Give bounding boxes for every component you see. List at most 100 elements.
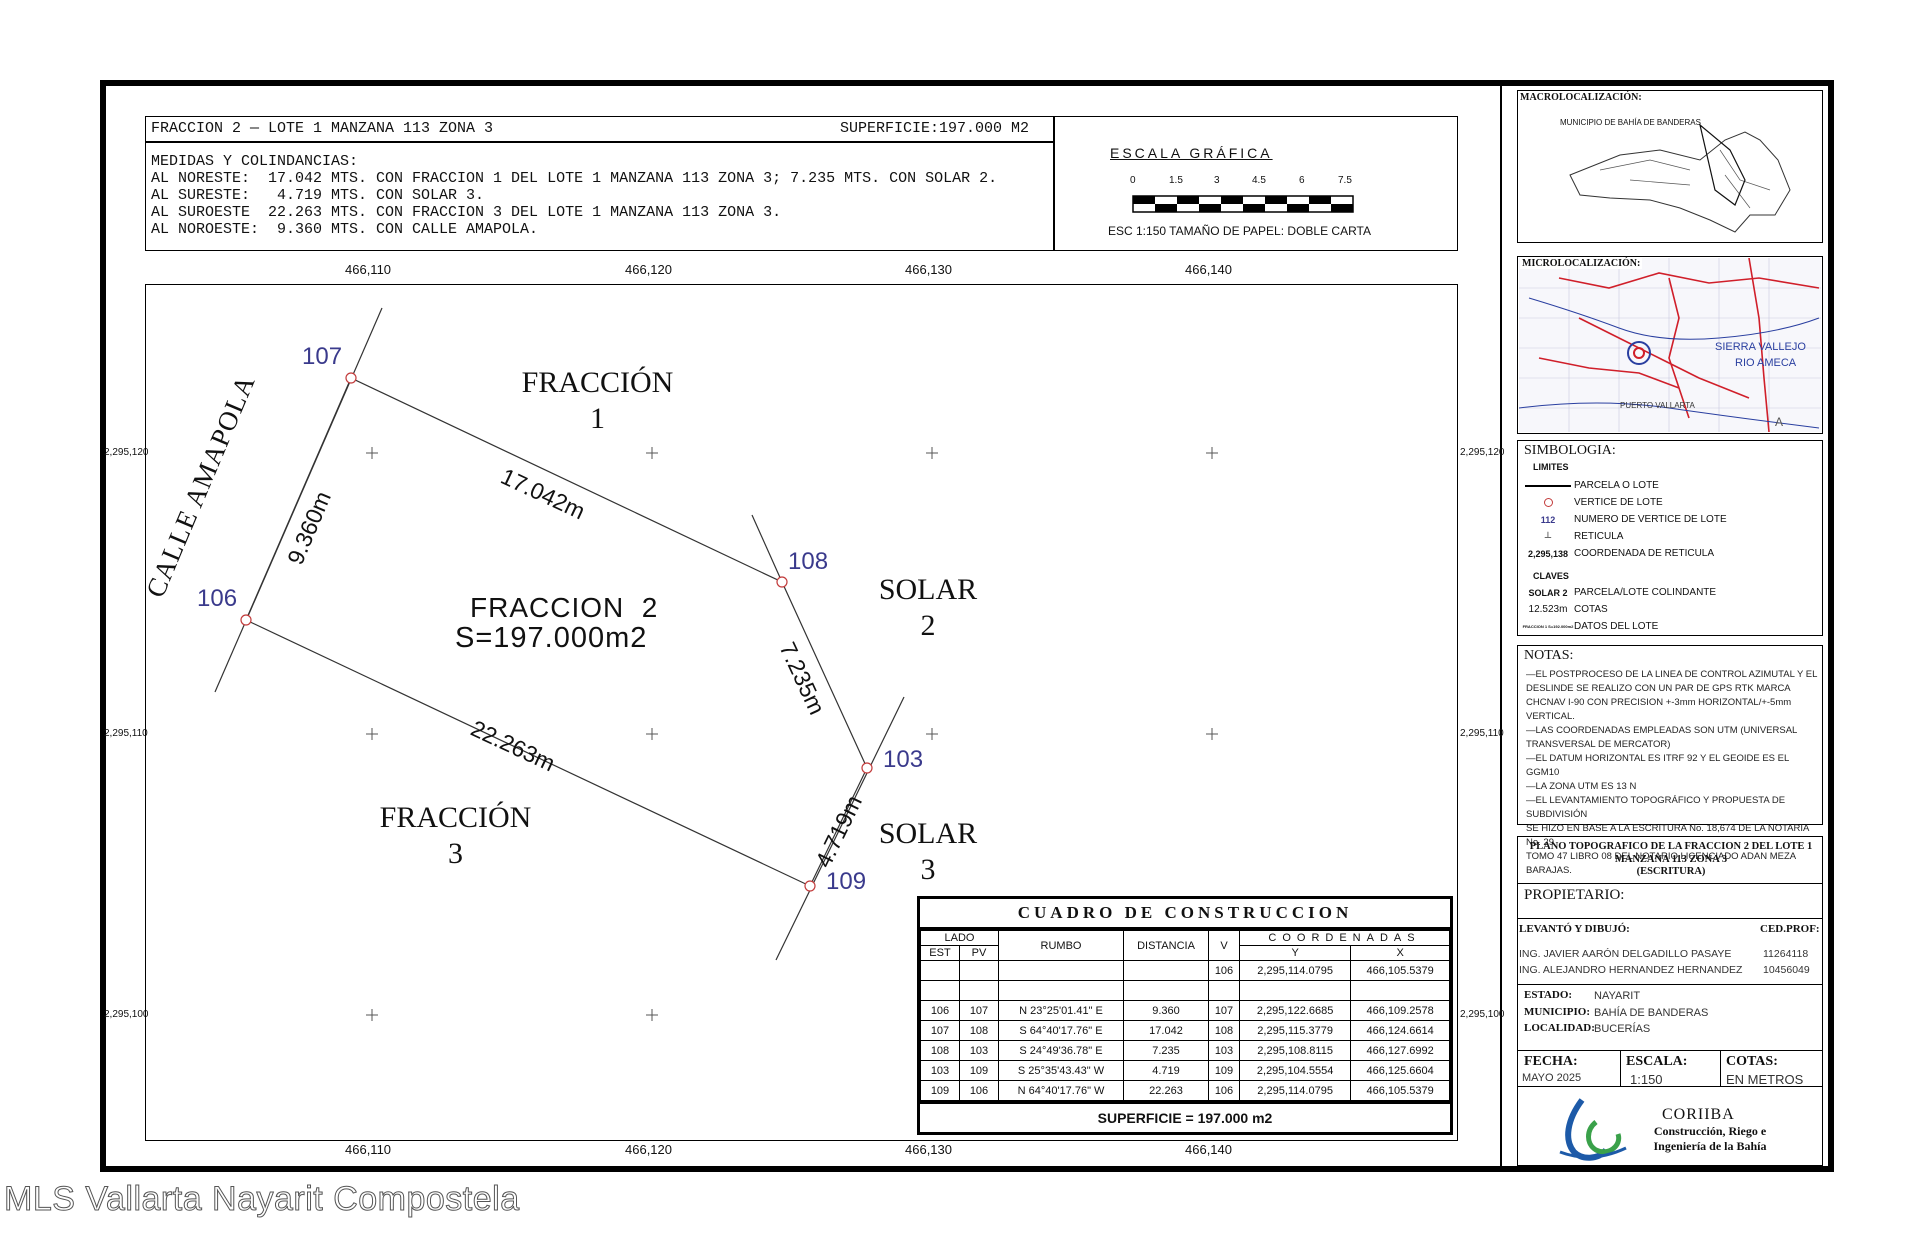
fraccion3-num: 3 (448, 837, 463, 870)
cell-pv: 103 (959, 1040, 999, 1061)
cell-x: 466,127.6992 (1350, 1040, 1450, 1061)
claves-list: SOLAR 2 PARCELA/LOTE COLINDANTE 12.523m … (1522, 584, 1822, 635)
fecha-value: MAYO 2025 (1522, 1072, 1582, 1084)
grid-y-right-3: 2,295,100 (1460, 1009, 1505, 1020)
table-row: 106 107 N 23°25'01.41" E 9.360 107 2,295… (920, 1000, 1450, 1021)
cell-dist: 9.360 (1123, 1000, 1209, 1021)
scale-tick-1: 1.5 (1169, 175, 1183, 186)
lot-polygon (245, 377, 868, 887)
scale-tick-3: 4.5 (1252, 175, 1266, 186)
cell-v: 109 (1208, 1060, 1240, 1081)
notas-box (1517, 645, 1823, 825)
fraccion1-name: FRACCIÓN (521, 366, 674, 399)
th-lado: LADO (920, 930, 999, 946)
scale-tick-0: 0 (1130, 175, 1136, 186)
solar2-num: 2 (920, 609, 936, 642)
cell-pv: 108 (959, 1020, 999, 1041)
notas-list: —EL POSTPROCESO DE LA LINEA DE CONTROL A… (1526, 668, 1822, 878)
grid-x-bottom-3: 466,130 (905, 1142, 952, 1157)
lot-area: S=197.000m2 (455, 622, 648, 654)
construction-table-title: CUADRO DE CONSTRUCCION (920, 899, 1450, 930)
nota-line: VERTICAL. (1526, 711, 1575, 722)
fraccion3-name: FRACCIÓN (379, 801, 532, 834)
vertex-label-108: 108 (788, 548, 829, 575)
grid-x-bottom-1: 466,110 (345, 1142, 392, 1157)
vertex-label-109: 109 (826, 868, 867, 895)
cell-dist: 17.042 (1123, 1020, 1209, 1041)
th-x: X (1350, 945, 1450, 961)
legend-list: PARCELA O LOTE VERTICE DE LOTE 112 NUMER… (1522, 477, 1822, 562)
scale-tick-2: 3 (1214, 175, 1220, 186)
cell-dist: 4.719 (1123, 1060, 1209, 1081)
propietario-label: PROPIETARIO: (1524, 887, 1625, 903)
nota-line: —LA ZONA UTM ES 13 N (1526, 781, 1637, 792)
company-sub-1: Construcción, Riego e (1653, 1124, 1767, 1138)
cell-y: 2,295,104.5554 (1238, 1060, 1352, 1081)
title-line-3 (1517, 984, 1823, 985)
macro-title: MACROLOCALIZACIÓN: (1520, 92, 1642, 103)
solar3-line (775, 696, 905, 961)
grid-y-right-1: 2,295,120 (1460, 447, 1505, 458)
solar2-name: SOLAR (878, 573, 978, 606)
cell-y: 2,295,115.3779 (1238, 1020, 1352, 1041)
vertex-103 (861, 762, 873, 774)
micro-label-a: A (1775, 415, 1784, 429)
cell-y: 2,295,108.8115 (1238, 1040, 1352, 1061)
cell-v: 107 (1208, 1000, 1240, 1021)
micro-title: MICROLOCALIZACIÓN: (1520, 258, 1643, 269)
clave-symbol: 12.523m (1528, 604, 1568, 615)
cell-rumbo: S 25°35'43.43" W (998, 1060, 1124, 1081)
grid-y-left-1: 2,295,120 (104, 447, 149, 458)
cell-x: 466,105.5379 (1350, 960, 1450, 981)
cell-dist: 7.235 (1123, 1040, 1209, 1061)
person-2-name: ING. ALEJANDRO HERNANDEZ HERNANDEZ (1519, 964, 1743, 976)
fraccion1-num: 1 (590, 402, 605, 435)
table-row: 108 103 S 24°49'36.78" E 7.235 103 2,295… (920, 1040, 1450, 1061)
nota-line: —EL LEVANTAMIENTO TOPOGRÁFICO Y PROPUEST… (1526, 795, 1786, 820)
vertex-label-103: 103 (883, 746, 924, 773)
person-1-ced: 11264118 (1763, 948, 1809, 960)
limites-title: LIMITES (1533, 462, 1569, 472)
micro-box (1517, 256, 1823, 434)
legend-text: COORDENADA DE RETICULA (1574, 548, 1715, 559)
fraccion1-label: FRACCIÓN 1 (515, 365, 680, 437)
table-superficie: SUPERFICIE = 197.000 m2 (920, 1101, 1450, 1132)
nota-line: —LAS COORDENADAS EMPLEADAS SON UTM (UNIV… (1526, 725, 1798, 736)
scale-caption: ESC 1:150 TAMAÑO DE PAPEL: DOBLE CARTA (1108, 224, 1371, 238)
th-y: Y (1238, 945, 1352, 961)
colindancia-noreste: AL NORESTE: 17.042 MTS. CON FRACCION 1 D… (151, 170, 998, 187)
header-divider-h (145, 141, 1054, 143)
scale-ticks: 0 1.5 3 4.5 6 7.5 (1120, 175, 1360, 187)
title-block (1517, 836, 1823, 1166)
solar2-line (751, 514, 783, 583)
grid-x-top-2: 466,120 (625, 262, 672, 277)
clave-solar: SOLAR 2 PARCELA/LOTE COLINDANTE (1522, 584, 1822, 601)
cell-x: 466,124.6614 (1350, 1020, 1450, 1041)
header-superficie: SUPERFICIE:197.000 M2 (840, 120, 1030, 137)
cell-pv: 107 (959, 1000, 999, 1021)
micro-label-puerto: PUERTO VALLARTA (1620, 401, 1695, 410)
nota-line: —EL DATUM HORIZONTAL ES ITRF 92 Y EL GEO… (1526, 753, 1789, 778)
fraccion3-label: FRACCIÓN 3 (373, 800, 538, 872)
grid-x-top-3: 466,130 (905, 262, 952, 277)
levanto-label: LEVANTÓ Y DIBUJÓ: (1519, 923, 1630, 935)
vertex-107 (345, 372, 357, 384)
nota-line: CHCNAV I-90 CON PRECISION +-3mm HORIZONT… (1526, 697, 1792, 708)
solar3-num: 3 (920, 853, 936, 886)
cell-rumbo: N 23°25'01.41" E (998, 1000, 1124, 1021)
medidas-title: MEDIDAS Y COLINDANCIAS: (151, 153, 359, 170)
person-1-name: ING. JAVIER AARÓN DELGADILLO PASAYE (1519, 948, 1732, 960)
cell-pv: 106 (959, 1080, 999, 1101)
cell-est: 109 (920, 1080, 960, 1101)
grid-reticula (366, 447, 1218, 1021)
legend-reticula: ┴ RETICULA (1522, 528, 1822, 545)
macro-map (1569, 123, 1791, 233)
legend-text: VERTICE DE LOTE (1574, 497, 1663, 508)
cell-v: 108 (1208, 1020, 1240, 1041)
estado-label: ESTADO: (1524, 989, 1573, 1001)
cedprof-label: CED.PROF: (1760, 923, 1820, 935)
legend-parcela: PARCELA O LOTE (1522, 477, 1822, 494)
plano-title: PLANO TOPOGRAFICO DE LA FRACCION 2 DEL L… (1529, 841, 1813, 865)
notas-title: NOTAS: (1524, 648, 1574, 663)
th-v: V (1208, 930, 1240, 961)
